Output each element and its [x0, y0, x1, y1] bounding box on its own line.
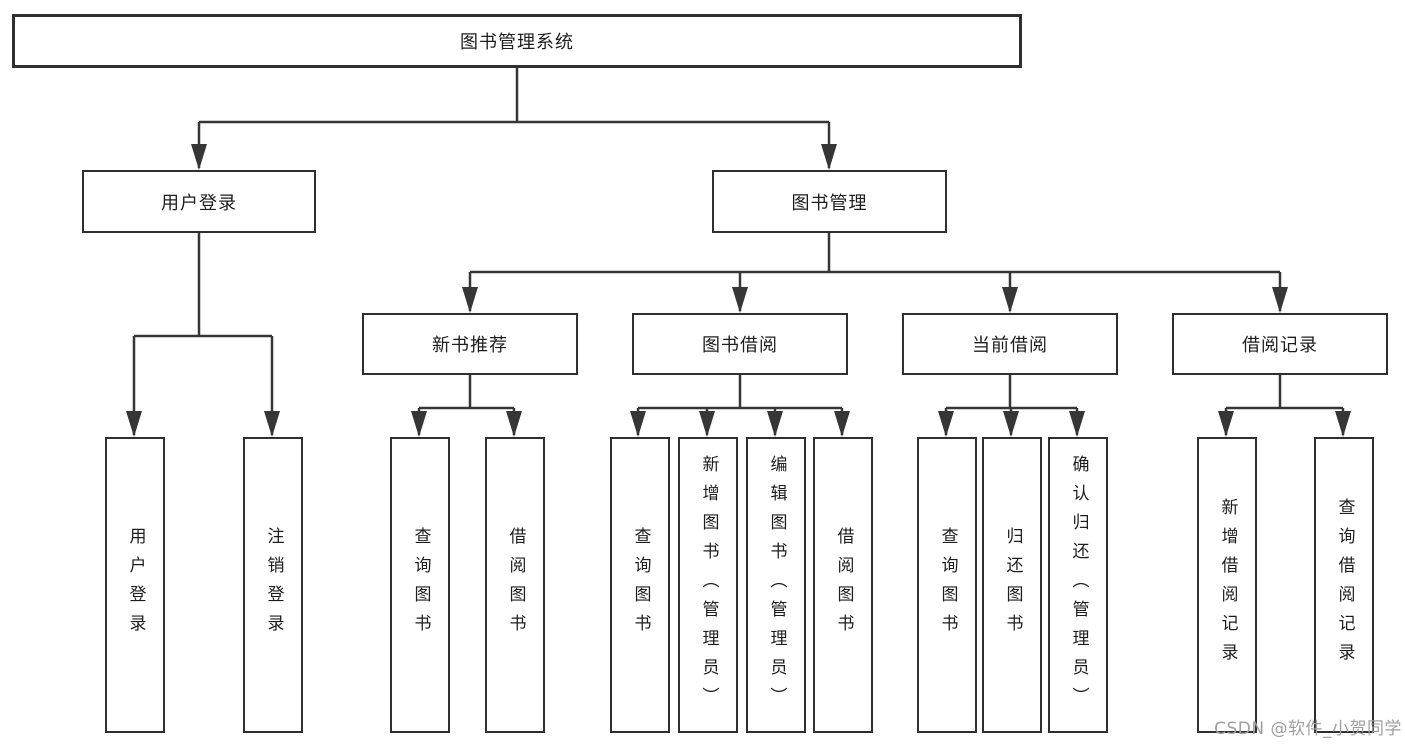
node-label: 查询图书: [410, 527, 431, 643]
leaf-confirm-return-admin: 确认归还（管理员）: [1048, 437, 1108, 733]
leaf-return-books: 归还图书: [982, 437, 1042, 733]
node-user-login: 用户登录: [82, 170, 316, 233]
node-label: 用户登录: [125, 527, 146, 643]
node-label: 用户登录: [161, 192, 237, 214]
node-new-book-recommend: 新书推荐: [362, 313, 578, 375]
node-label: 归还图书: [1002, 527, 1023, 643]
node-label: 图书管理: [791, 192, 868, 214]
node-label: 图书借阅: [702, 335, 778, 356]
node-label: 编辑图书（管理员）: [766, 454, 787, 716]
leaf-query-books-borrowing: 查询图书: [610, 437, 670, 733]
node-label: 新书推荐: [432, 335, 508, 356]
leaf-query-borrowing-record: 查询借阅记录: [1314, 437, 1374, 733]
node-label: 确认归还（管理员）: [1068, 454, 1089, 716]
node-label: 当前借阅: [972, 335, 1048, 356]
csdn-watermark: CSDN @软件_小贺同学: [1214, 719, 1402, 739]
leaf-edit-books-admin: 编辑图书（管理员）: [746, 437, 806, 733]
node-label: 新增借阅记录: [1217, 498, 1238, 672]
leaf-logout: 注销登录: [243, 437, 303, 733]
node-label: 借阅图书: [833, 527, 854, 643]
node-book-borrowing: 图书借阅: [632, 313, 848, 375]
node-current-borrowing: 当前借阅: [902, 313, 1118, 375]
node-label: 查询图书: [937, 527, 958, 643]
node-label: 图书管理系统: [460, 32, 574, 53]
arrowheads: [126, 144, 1351, 437]
node-book-management: 图书管理: [712, 170, 947, 233]
connector-strokes: [132, 68, 1345, 435]
node-label: 注销登录: [263, 527, 284, 643]
leaf-user-login: 用户登录: [105, 437, 165, 733]
node-label: 查询借阅记录: [1334, 498, 1355, 672]
leaf-add-borrowing-record: 新增借阅记录: [1197, 437, 1257, 733]
node-label: 借阅记录: [1242, 335, 1318, 356]
leaf-query-books-recommend: 查询图书: [390, 437, 450, 733]
leaf-borrow-books-borrowing: 借阅图书: [813, 437, 873, 733]
leaf-query-books-current: 查询图书: [917, 437, 977, 733]
leaf-borrow-books-recommend: 借阅图书: [485, 437, 545, 733]
node-label: 借阅图书: [505, 527, 526, 643]
node-borrowing-records: 借阅记录: [1172, 313, 1388, 375]
node-label: 新增图书（管理员）: [698, 454, 719, 716]
node-label: 查询图书: [630, 527, 651, 643]
node-library-management-system: 图书管理系统: [12, 14, 1022, 68]
leaf-add-books-admin: 新增图书（管理员）: [678, 437, 738, 733]
